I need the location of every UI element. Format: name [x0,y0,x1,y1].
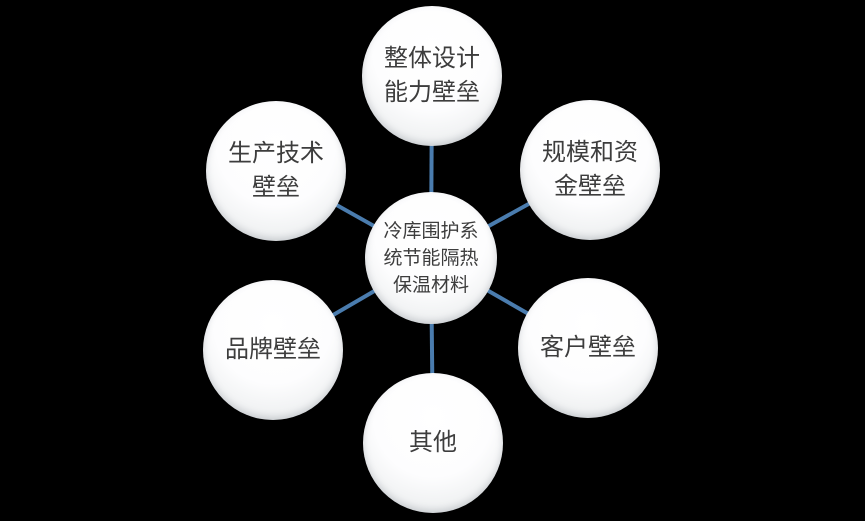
node-overall-design-capability-barrier: 整体设计 能力壁垒 [362,6,502,146]
node-label: 整体设计 能力壁垒 [384,42,480,110]
node-label: 品牌壁垒 [225,333,321,367]
node-label: 生产技术 壁垒 [228,137,324,205]
node-scale-and-capital-barrier: 规模和资 金壁垒 [520,100,660,240]
node-label-line: 能力壁垒 [384,79,480,106]
node-label-line: 规模和资 [542,139,638,166]
center-node-label-line: 冷库围护系 [383,220,479,242]
node-label: 其他 [409,426,457,460]
center-node-label: 冷库围护系 统节能隔热 保温材料 [383,218,478,299]
center-node-label-line: 统节能隔热 [383,247,479,269]
center-node-label-line: 保温材料 [392,274,469,296]
node-label: 规模和资 金壁垒 [542,136,638,204]
center-node-cold-storage-insulation-material: 冷库围护系 统节能隔热 保温材料 [365,192,497,324]
node-label-line: 品牌壁垒 [225,336,321,363]
node-production-technology-barrier: 生产技术 壁垒 [206,101,346,241]
node-brand-barrier: 品牌壁垒 [203,280,343,420]
node-label-line: 整体设计 [384,45,480,72]
node-customer-barrier: 客户壁垒 [518,278,658,418]
node-label: 客户壁垒 [540,331,636,365]
node-label-line: 壁垒 [252,174,300,201]
node-label-line: 金壁垒 [554,173,626,200]
node-label-line: 其他 [409,429,457,456]
node-label-line: 生产技术 [228,140,324,167]
node-other: 其他 [363,373,503,513]
node-label-line: 客户壁垒 [540,334,636,361]
